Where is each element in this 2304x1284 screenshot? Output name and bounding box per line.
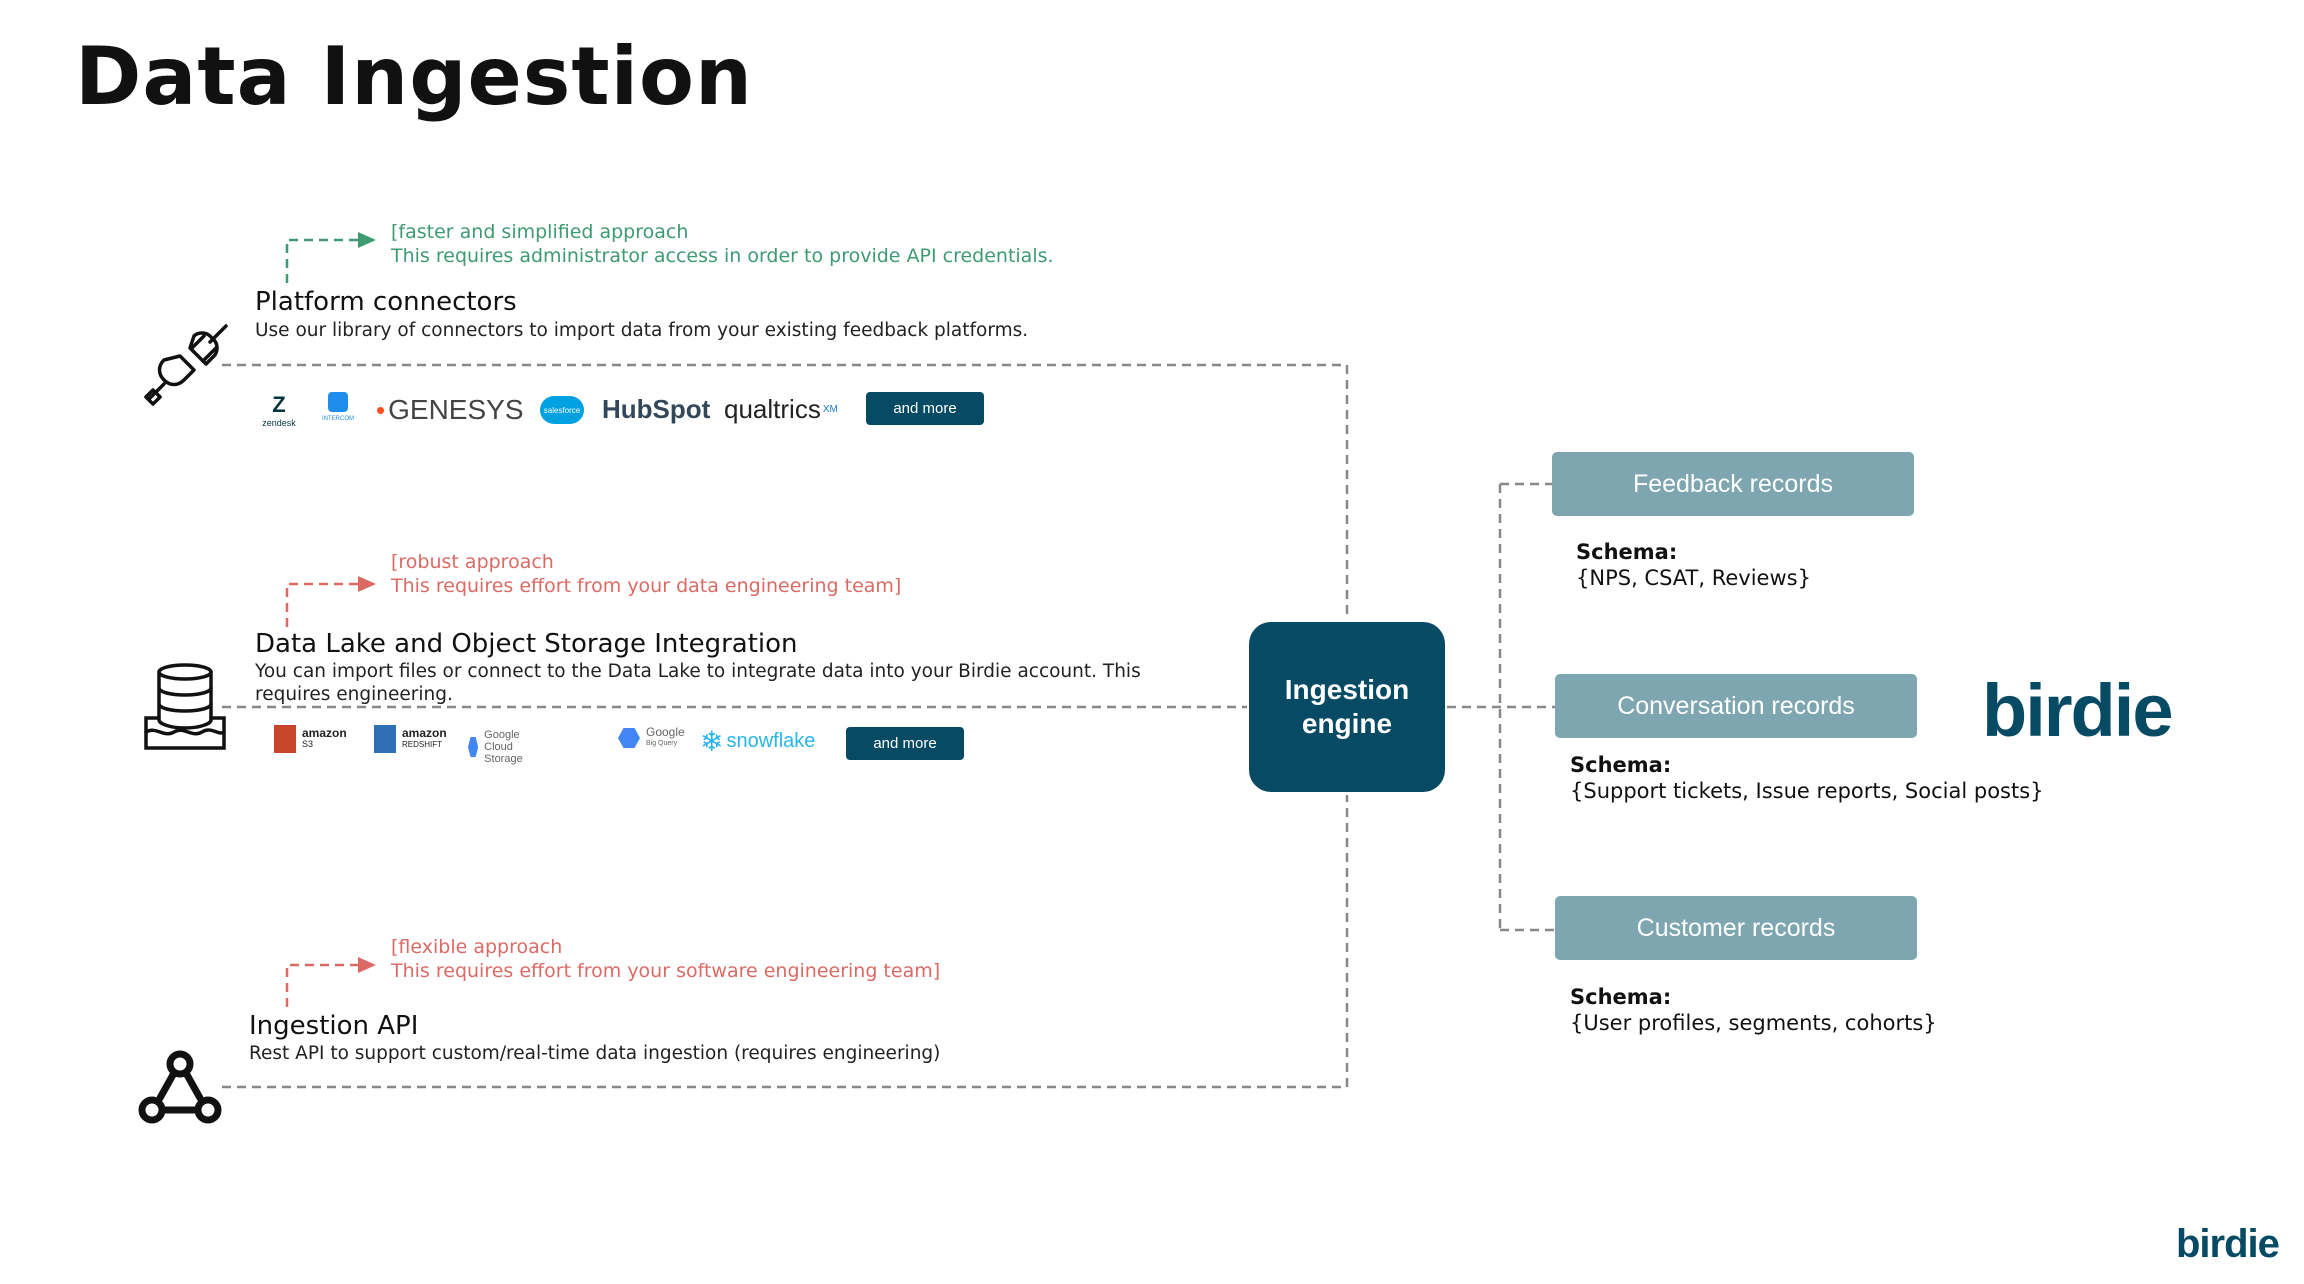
datalake-note-line1: [robust approach: [391, 551, 554, 573]
amazon-s3-logo: amazon S3: [274, 725, 347, 753]
intercom-icon: [328, 392, 348, 412]
bigquery-icon: [618, 728, 640, 748]
datalake-desc: You can import files or connect to the D…: [255, 660, 1141, 706]
hubspot-logo: HubSpot: [602, 394, 711, 424]
api-note-line1: [flexible approach: [391, 936, 563, 958]
snowflake-icon: ❄: [700, 726, 724, 757]
platform-note: [faster and simplified approach This req…: [391, 220, 1054, 268]
ingestion-engine: Ingestion engine: [1249, 622, 1445, 792]
feedback-records-box: Feedback records: [1552, 452, 1914, 516]
page-title: Data Ingestion: [75, 30, 753, 123]
snowflake-logo: ❄ snowflake: [700, 726, 816, 757]
datalake-note-arrow: [285, 582, 358, 627]
feedback-schema-val: {NPS, CSAT, Reviews}: [1576, 566, 1811, 590]
datalake-arrowhead: [358, 576, 376, 592]
database-icon: [144, 663, 226, 750]
platform-more-button[interactable]: and more: [866, 392, 984, 425]
conversation-schema-head: Schema:: [1570, 753, 1672, 777]
amazon-redshift-logo: amazon REDSHIFT: [374, 725, 447, 753]
green-arrowhead: [358, 232, 376, 248]
datalake-more-button[interactable]: and more: [846, 727, 964, 760]
conversation-schema-val: {Support tickets, Issue reports, Social …: [1570, 779, 2044, 803]
qualtrics-logo: qualtrics XM: [724, 394, 838, 424]
intercom-logo: INTERCOM: [318, 392, 358, 422]
engine-label-line1: Ingestion: [1284, 674, 1410, 705]
birdie-footer-logo: birdie: [2176, 1222, 2280, 1266]
platform-note-line1: [faster and simplified approach: [391, 221, 689, 243]
engine-label-line2: engine: [1301, 708, 1393, 739]
green-note-arrow: [285, 238, 358, 283]
feedback-schema-head: Schema:: [1576, 540, 1678, 564]
conversation-records-box: Conversation records: [1555, 674, 1917, 738]
api-note-arrow: [285, 963, 358, 1007]
customer-records-box: Customer records: [1555, 896, 1917, 960]
google-bigquery-logo: Google Big Query: [618, 726, 685, 749]
platform-desc: Use our library of connectors to import …: [255, 320, 1029, 341]
api-line: [222, 795, 1349, 1089]
genesys-logo: • GENESYS: [376, 394, 524, 425]
api-note-line2: This requires effort from your software …: [391, 960, 941, 982]
plug-icon: [144, 324, 228, 406]
google-cloud-storage-logo: Google Cloud Storage: [468, 729, 535, 765]
customer-schema-val: {User profiles, segments, cohorts}: [1570, 1011, 1937, 1035]
gcs-icon: [468, 737, 479, 757]
datalake-note-line2: This requires effort from your data engi…: [391, 575, 902, 597]
genesys-icon: •: [376, 394, 386, 425]
datalake-note: [robust approach This requires effort fr…: [391, 550, 901, 598]
datalake-desc-line1: You can import files or connect to the D…: [255, 661, 1141, 682]
datalake-title: Data Lake and Object Storage Integration: [255, 629, 798, 659]
s3-icon: [274, 725, 296, 753]
zendesk-logo: Z zendesk: [262, 392, 296, 428]
birdie-logo: birdie: [1982, 669, 2173, 752]
platform-line: [222, 363, 1349, 620]
redshift-icon: [374, 725, 396, 753]
webhook-icon: [138, 1050, 222, 1124]
api-title: Ingestion API: [249, 1011, 419, 1041]
zendesk-icon: Z: [272, 392, 286, 417]
customer-schema-head: Schema:: [1570, 985, 1672, 1009]
api-desc: Rest API to support custom/real-time dat…: [249, 1043, 941, 1064]
salesforce-logo: salesforce: [540, 396, 584, 424]
platform-title: Platform connectors: [255, 287, 517, 317]
platform-note-line2: This requires administrator access in or…: [391, 245, 1054, 267]
api-note: [flexible approach This requires effort …: [391, 935, 940, 983]
datalake-desc-line2: requires engineering.: [255, 684, 453, 705]
api-arrowhead: [358, 957, 376, 973]
